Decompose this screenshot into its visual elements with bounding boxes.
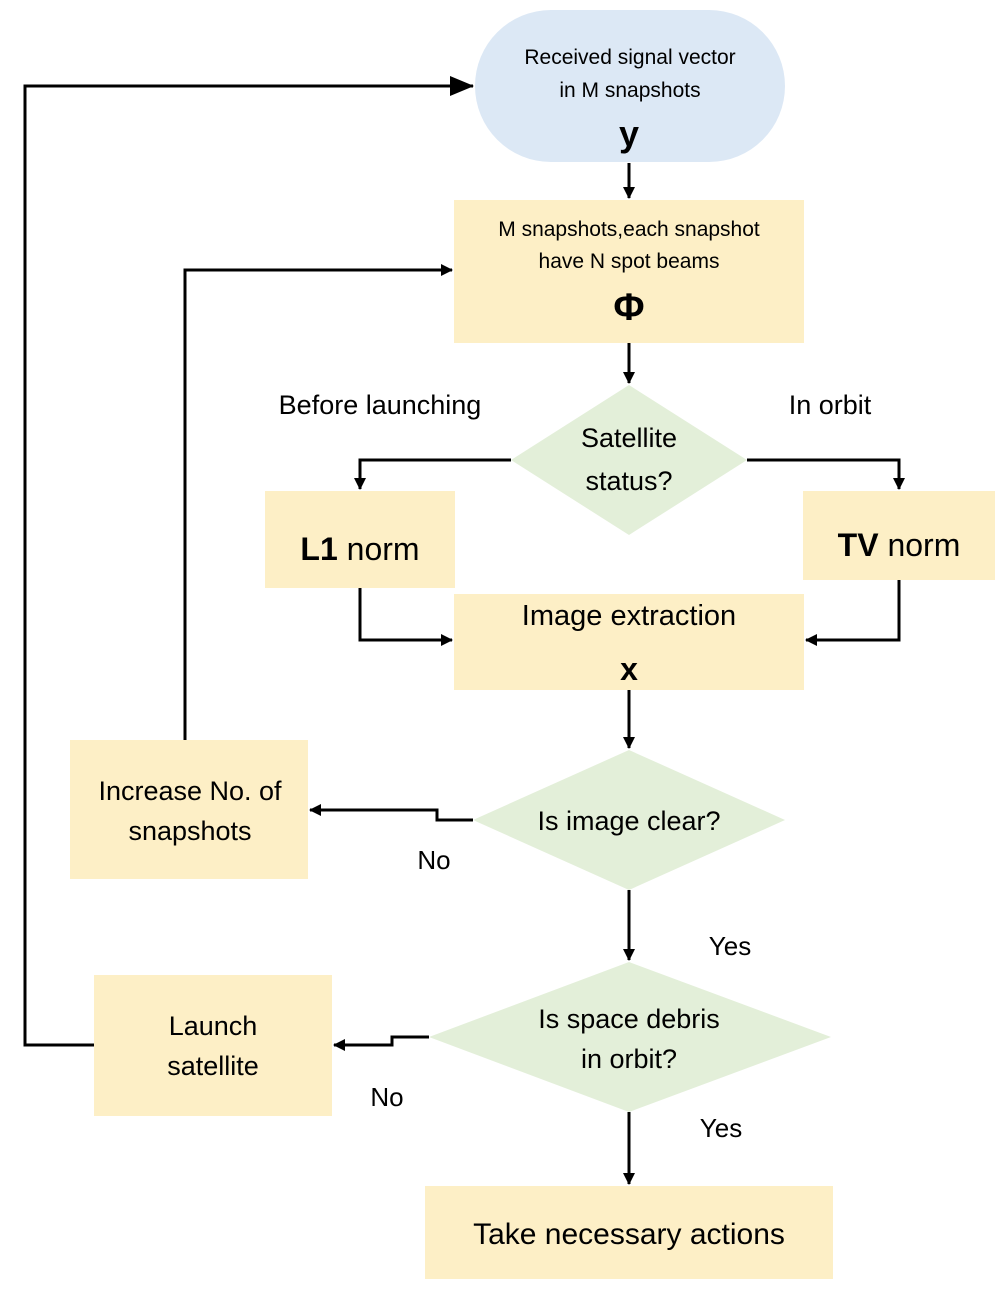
snapshots-text-1: M snapshots,each snapshot	[498, 218, 760, 241]
increase-box	[70, 740, 308, 879]
increase-text-1: Increase No. of	[98, 776, 282, 806]
arrow-status-to-l1	[354, 458, 511, 490]
extraction-text: Image extraction	[522, 600, 736, 632]
arrow-status-to-tv	[747, 458, 905, 490]
arrow-increase-to-snapshots	[183, 264, 453, 740]
l1-norm-rest: norm	[338, 531, 420, 567]
arrow-l1-to-extraction	[358, 588, 453, 646]
status-text-1: Satellite	[581, 423, 677, 453]
arrow-clear-to-increase	[309, 804, 473, 822]
l1-norm-text: L1 norm	[300, 531, 419, 567]
launch-text-2: satellite	[167, 1051, 259, 1081]
status-text-2: status?	[585, 466, 672, 496]
arrow-debris-to-launch	[333, 1035, 429, 1051]
snapshots-symbol: Φ	[613, 287, 644, 329]
launch-box	[94, 975, 332, 1116]
launch-text-1: Launch	[169, 1011, 258, 1041]
actions-box	[425, 1186, 833, 1279]
arrow-launch-to-start	[23, 76, 474, 1047]
snapshots-text-2: have N spot beams	[539, 250, 720, 273]
label-in-orbit: In orbit	[789, 390, 872, 420]
tv-norm-rest: norm	[879, 527, 961, 563]
l1-norm-bold: L1	[300, 531, 337, 567]
label-yes-debris: Yes	[700, 1113, 742, 1143]
status-decision	[511, 385, 747, 535]
debris-decision	[429, 962, 831, 1112]
label-no-clear: No	[417, 845, 450, 875]
debris-text-1: Is space debris	[538, 1004, 720, 1034]
l1-norm-box	[265, 491, 455, 588]
increase-text-2: snapshots	[128, 816, 251, 846]
clear-decision	[473, 750, 785, 890]
extraction-symbol: x	[620, 651, 638, 687]
label-no-debris: No	[370, 1082, 403, 1112]
start-terminal	[475, 10, 785, 162]
start-symbol: y	[619, 113, 639, 154]
start-text-2: in M snapshots	[559, 79, 700, 102]
arrow-tv-to-extraction	[805, 580, 901, 646]
tv-norm-bold: TV	[838, 527, 880, 563]
actions-text: Take necessary actions	[473, 1218, 785, 1251]
start-text-1: Received signal vector	[524, 46, 735, 69]
clear-text: Is image clear?	[537, 806, 720, 836]
snapshots-box	[454, 200, 804, 343]
extraction-box	[454, 594, 804, 690]
debris-text-2: in orbit?	[581, 1044, 677, 1074]
tv-norm-text: TV norm	[838, 527, 961, 563]
tv-norm-box	[803, 491, 995, 580]
label-yes-clear: Yes	[709, 931, 751, 961]
label-before-launching: Before launching	[279, 390, 482, 420]
